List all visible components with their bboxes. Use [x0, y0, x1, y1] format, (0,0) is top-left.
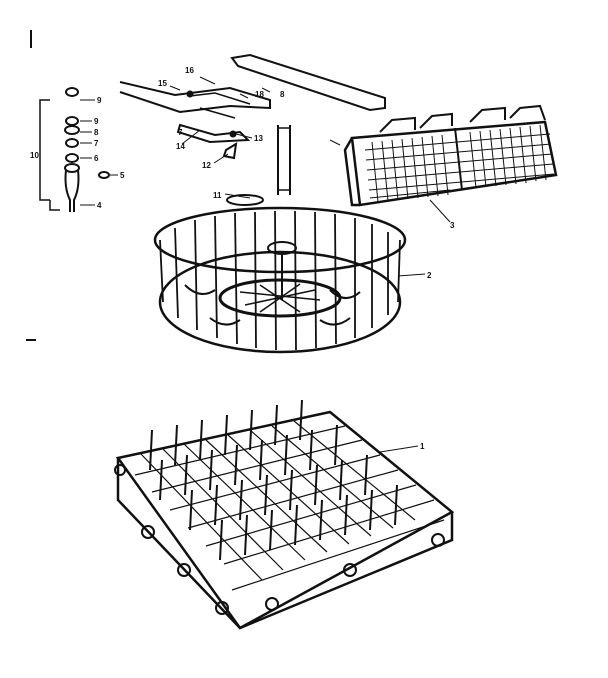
part-label-7: 7: [94, 139, 99, 148]
part-label-9: 9: [94, 117, 99, 126]
part-label-16: 16: [185, 66, 194, 75]
part-label-10: 10: [30, 151, 39, 160]
round-rack-assembly: [153, 206, 407, 354]
silverware-basket: [329, 104, 558, 207]
part-label-4: 4: [97, 201, 102, 210]
part-label-6: 6: [94, 154, 99, 163]
part-label-8b: 8: [280, 90, 285, 99]
part-label-11: 11: [213, 191, 222, 200]
part-label-18: 18: [255, 90, 264, 99]
leader-lines: [181, 129, 451, 453]
spray-arm-bracket: [119, 53, 386, 206]
part-label-8: 8: [94, 128, 99, 137]
hardware-stack: [39, 87, 118, 212]
part-label-12: 12: [202, 161, 211, 170]
part-label-3: 3: [450, 221, 455, 230]
part-label-13: 13: [254, 134, 263, 143]
part-number-labels: 1 2 3 4 5 6 7 8 9 9 10 11 12 13 14 15 16…: [30, 66, 455, 451]
part-label-7b: 7: [178, 128, 183, 137]
part-label-2: 2: [427, 271, 432, 280]
part-label-5: 5: [120, 171, 125, 180]
square-dish-rack: [114, 399, 455, 630]
part-label-14: 14: [176, 142, 185, 151]
part-label-15: 15: [158, 79, 167, 88]
part-label-1: 1: [420, 442, 425, 451]
part-label-9b: 9: [97, 96, 102, 105]
